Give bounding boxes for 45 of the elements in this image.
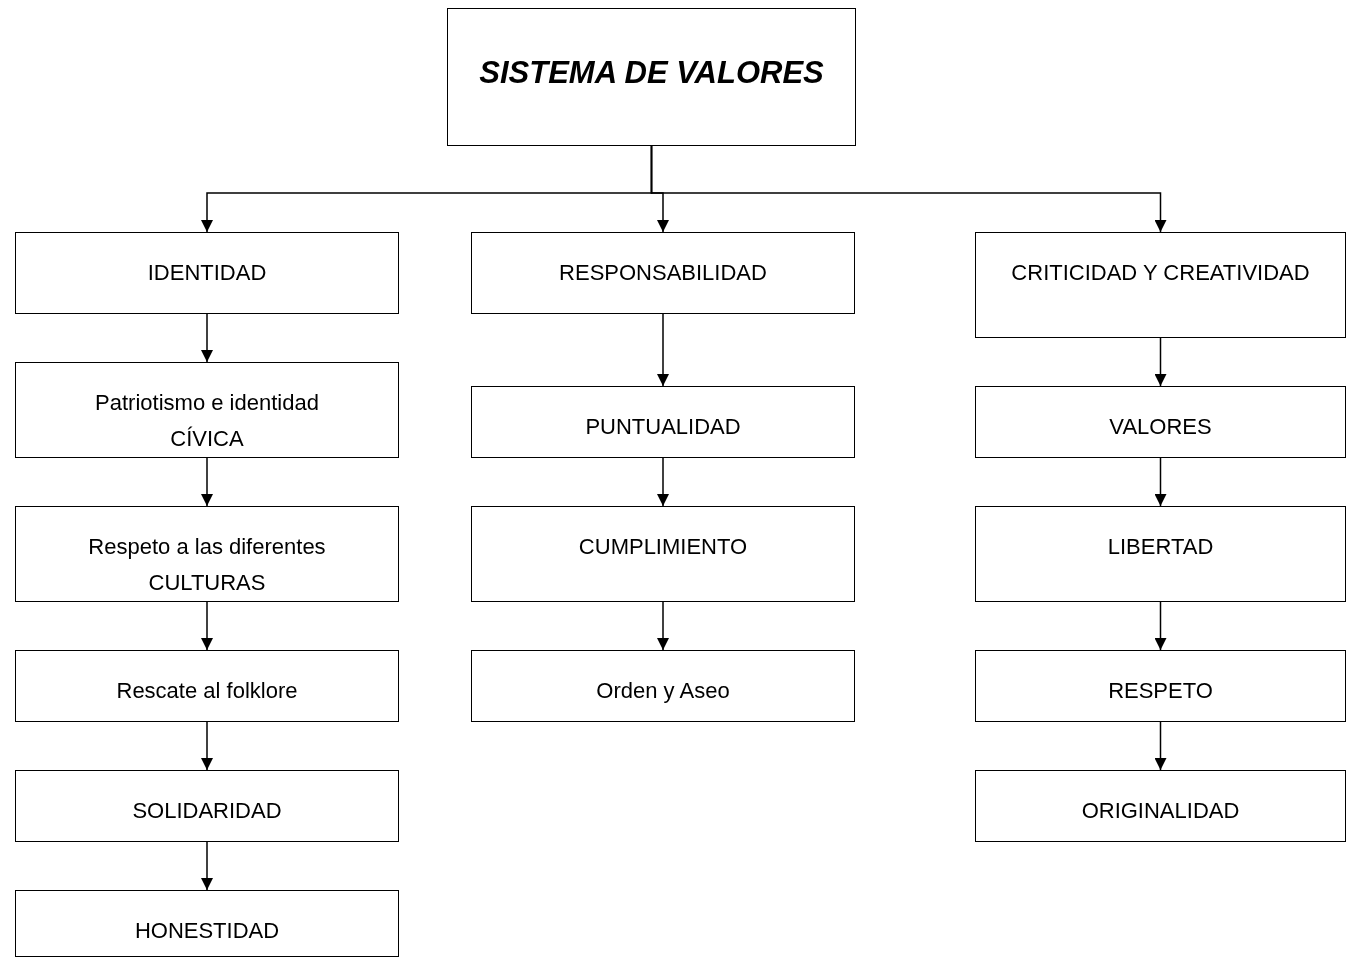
- value-box: [975, 232, 1346, 338]
- value-box: [15, 362, 399, 458]
- value-label: IDENTIDAD: [147, 259, 267, 287]
- value-label: PUNTUALIDAD: [585, 413, 741, 441]
- value-label: VALORES: [1109, 413, 1212, 441]
- title-box: [447, 8, 856, 146]
- arrow: [1154, 337, 1167, 387]
- value-box: [15, 770, 399, 842]
- value-box: [471, 506, 855, 602]
- value-label: CUMPLIMIENTO: [578, 533, 748, 561]
- arrow: [657, 313, 669, 387]
- value-label: LIBERTAD: [1107, 533, 1214, 561]
- value-label: HONESTIDAD: [134, 917, 280, 945]
- arrow: [657, 457, 669, 507]
- value-box: [975, 770, 1346, 842]
- arrow: [201, 313, 213, 363]
- arrow: [201, 841, 213, 891]
- value-label: Respeto a las diferentes CULTURAS: [87, 533, 327, 597]
- value-label: SOLIDARIDAD: [132, 797, 282, 825]
- value-box: [471, 232, 855, 314]
- arrow: [201, 457, 213, 507]
- value-box: [15, 506, 399, 602]
- value-box: [975, 386, 1346, 458]
- value-box: [15, 232, 399, 314]
- arrow: [657, 601, 669, 651]
- arrow: [1154, 721, 1167, 771]
- value-box: [471, 386, 855, 458]
- value-label: Patriotismo e identidad CÍVICA: [94, 389, 320, 453]
- arrow: [1154, 457, 1167, 507]
- value-box: [15, 650, 399, 722]
- arrow: [201, 721, 213, 771]
- root-label: SISTEMA DE VALORES: [479, 54, 824, 92]
- value-box: [975, 650, 1346, 722]
- value-label: RESPETO: [1108, 677, 1213, 705]
- value-box: [15, 890, 399, 957]
- value-label: Orden y Aseo: [596, 677, 730, 705]
- value-label: RESPONSABILIDAD: [559, 259, 767, 287]
- arrow: [650, 145, 1167, 233]
- value-label: Rescate al folklore: [116, 677, 298, 705]
- value-box: [975, 506, 1346, 602]
- arrow: [1154, 601, 1167, 651]
- value-label: CRITICIDAD Y CREATIVIDAD: [1011, 259, 1310, 287]
- value-label: ORIGINALIDAD: [1081, 797, 1240, 825]
- value-box: [471, 650, 855, 722]
- arrow: [201, 601, 213, 651]
